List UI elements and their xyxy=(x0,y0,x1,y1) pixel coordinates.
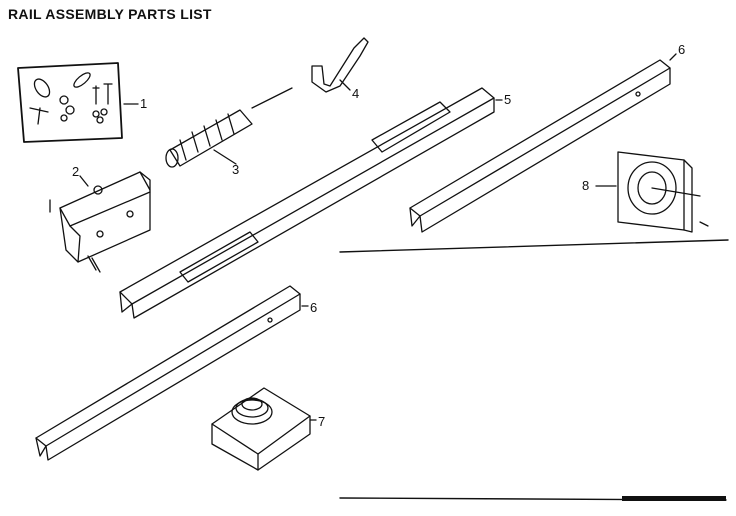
part-2-trolley: 2 xyxy=(49,164,151,273)
callout-4: 4 xyxy=(352,86,359,101)
part-3-spring-assembly: 3 xyxy=(165,87,293,177)
divider-line-upper xyxy=(339,239,729,253)
callout-1: 1 xyxy=(140,96,147,111)
diagram-title: RAIL ASSEMBLY PARTS LIST xyxy=(8,6,212,22)
part-8-sprocket-plate: 8 xyxy=(582,151,709,233)
part-7-pulley-bracket: 7 xyxy=(211,387,325,471)
part-6-rail-section-lower: 6 xyxy=(35,285,317,461)
callout-3: 3 xyxy=(232,162,239,177)
part-4-bracket: 4 xyxy=(311,37,369,101)
part-6-rail-section-upper: 6 xyxy=(409,42,685,233)
callout-5: 5 xyxy=(504,92,511,107)
callout-2: 2 xyxy=(72,164,79,179)
callout-8: 8 xyxy=(582,178,589,193)
callout-7: 7 xyxy=(318,414,325,429)
part-5-front-rail: 5 xyxy=(119,87,511,319)
divider-bar xyxy=(622,496,726,501)
callout-6-upper: 6 xyxy=(678,42,685,57)
callout-6-lower: 6 xyxy=(310,300,317,315)
part-1-hardware-bag: 1 xyxy=(17,62,147,143)
